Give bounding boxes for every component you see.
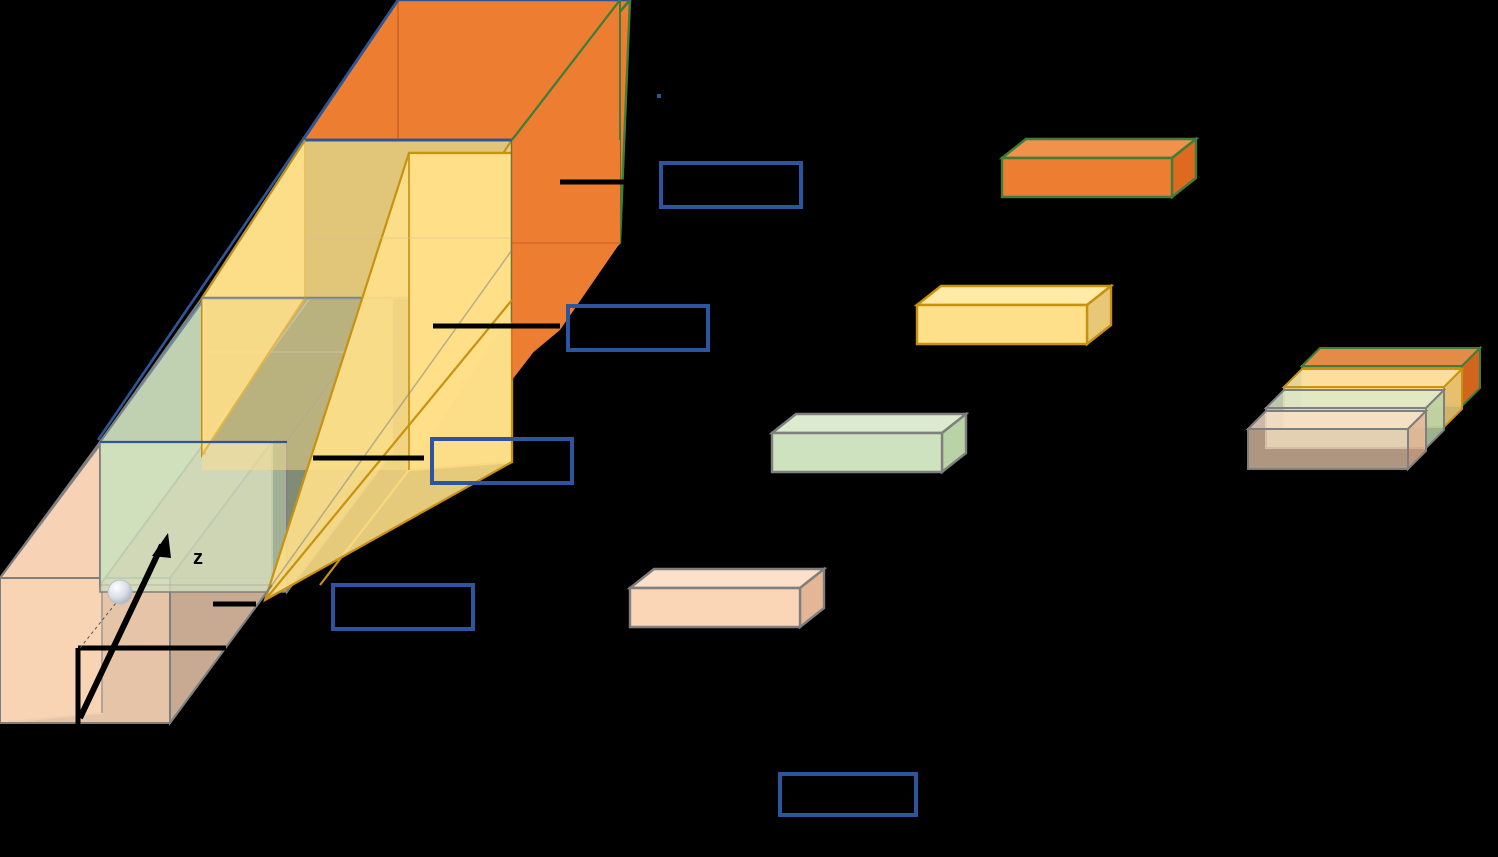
label-slab-yellow[interactable] <box>566 304 710 352</box>
stack-layer-peach <box>1245 408 1429 472</box>
exploded-slab-yellow <box>913 283 1115 347</box>
tick-mark-blue-icon <box>657 94 661 98</box>
label-caption[interactable] <box>778 772 918 817</box>
volume-left-edge <box>96 0 400 441</box>
origin-node <box>107 579 133 605</box>
recombined-slab-stack <box>1245 345 1483 472</box>
axis-gizmo <box>75 533 226 725</box>
label-slab-orange[interactable] <box>659 161 803 209</box>
exploded-slab-peach <box>626 566 828 630</box>
main-volume <box>0 0 632 727</box>
label-slab-green[interactable] <box>430 437 574 485</box>
exploded-slab-green <box>768 411 970 475</box>
axis-label-z: z <box>193 547 203 569</box>
label-slab-peach[interactable] <box>331 583 475 631</box>
leader-lines <box>213 179 648 607</box>
exploded-slab-orange <box>998 136 1200 200</box>
